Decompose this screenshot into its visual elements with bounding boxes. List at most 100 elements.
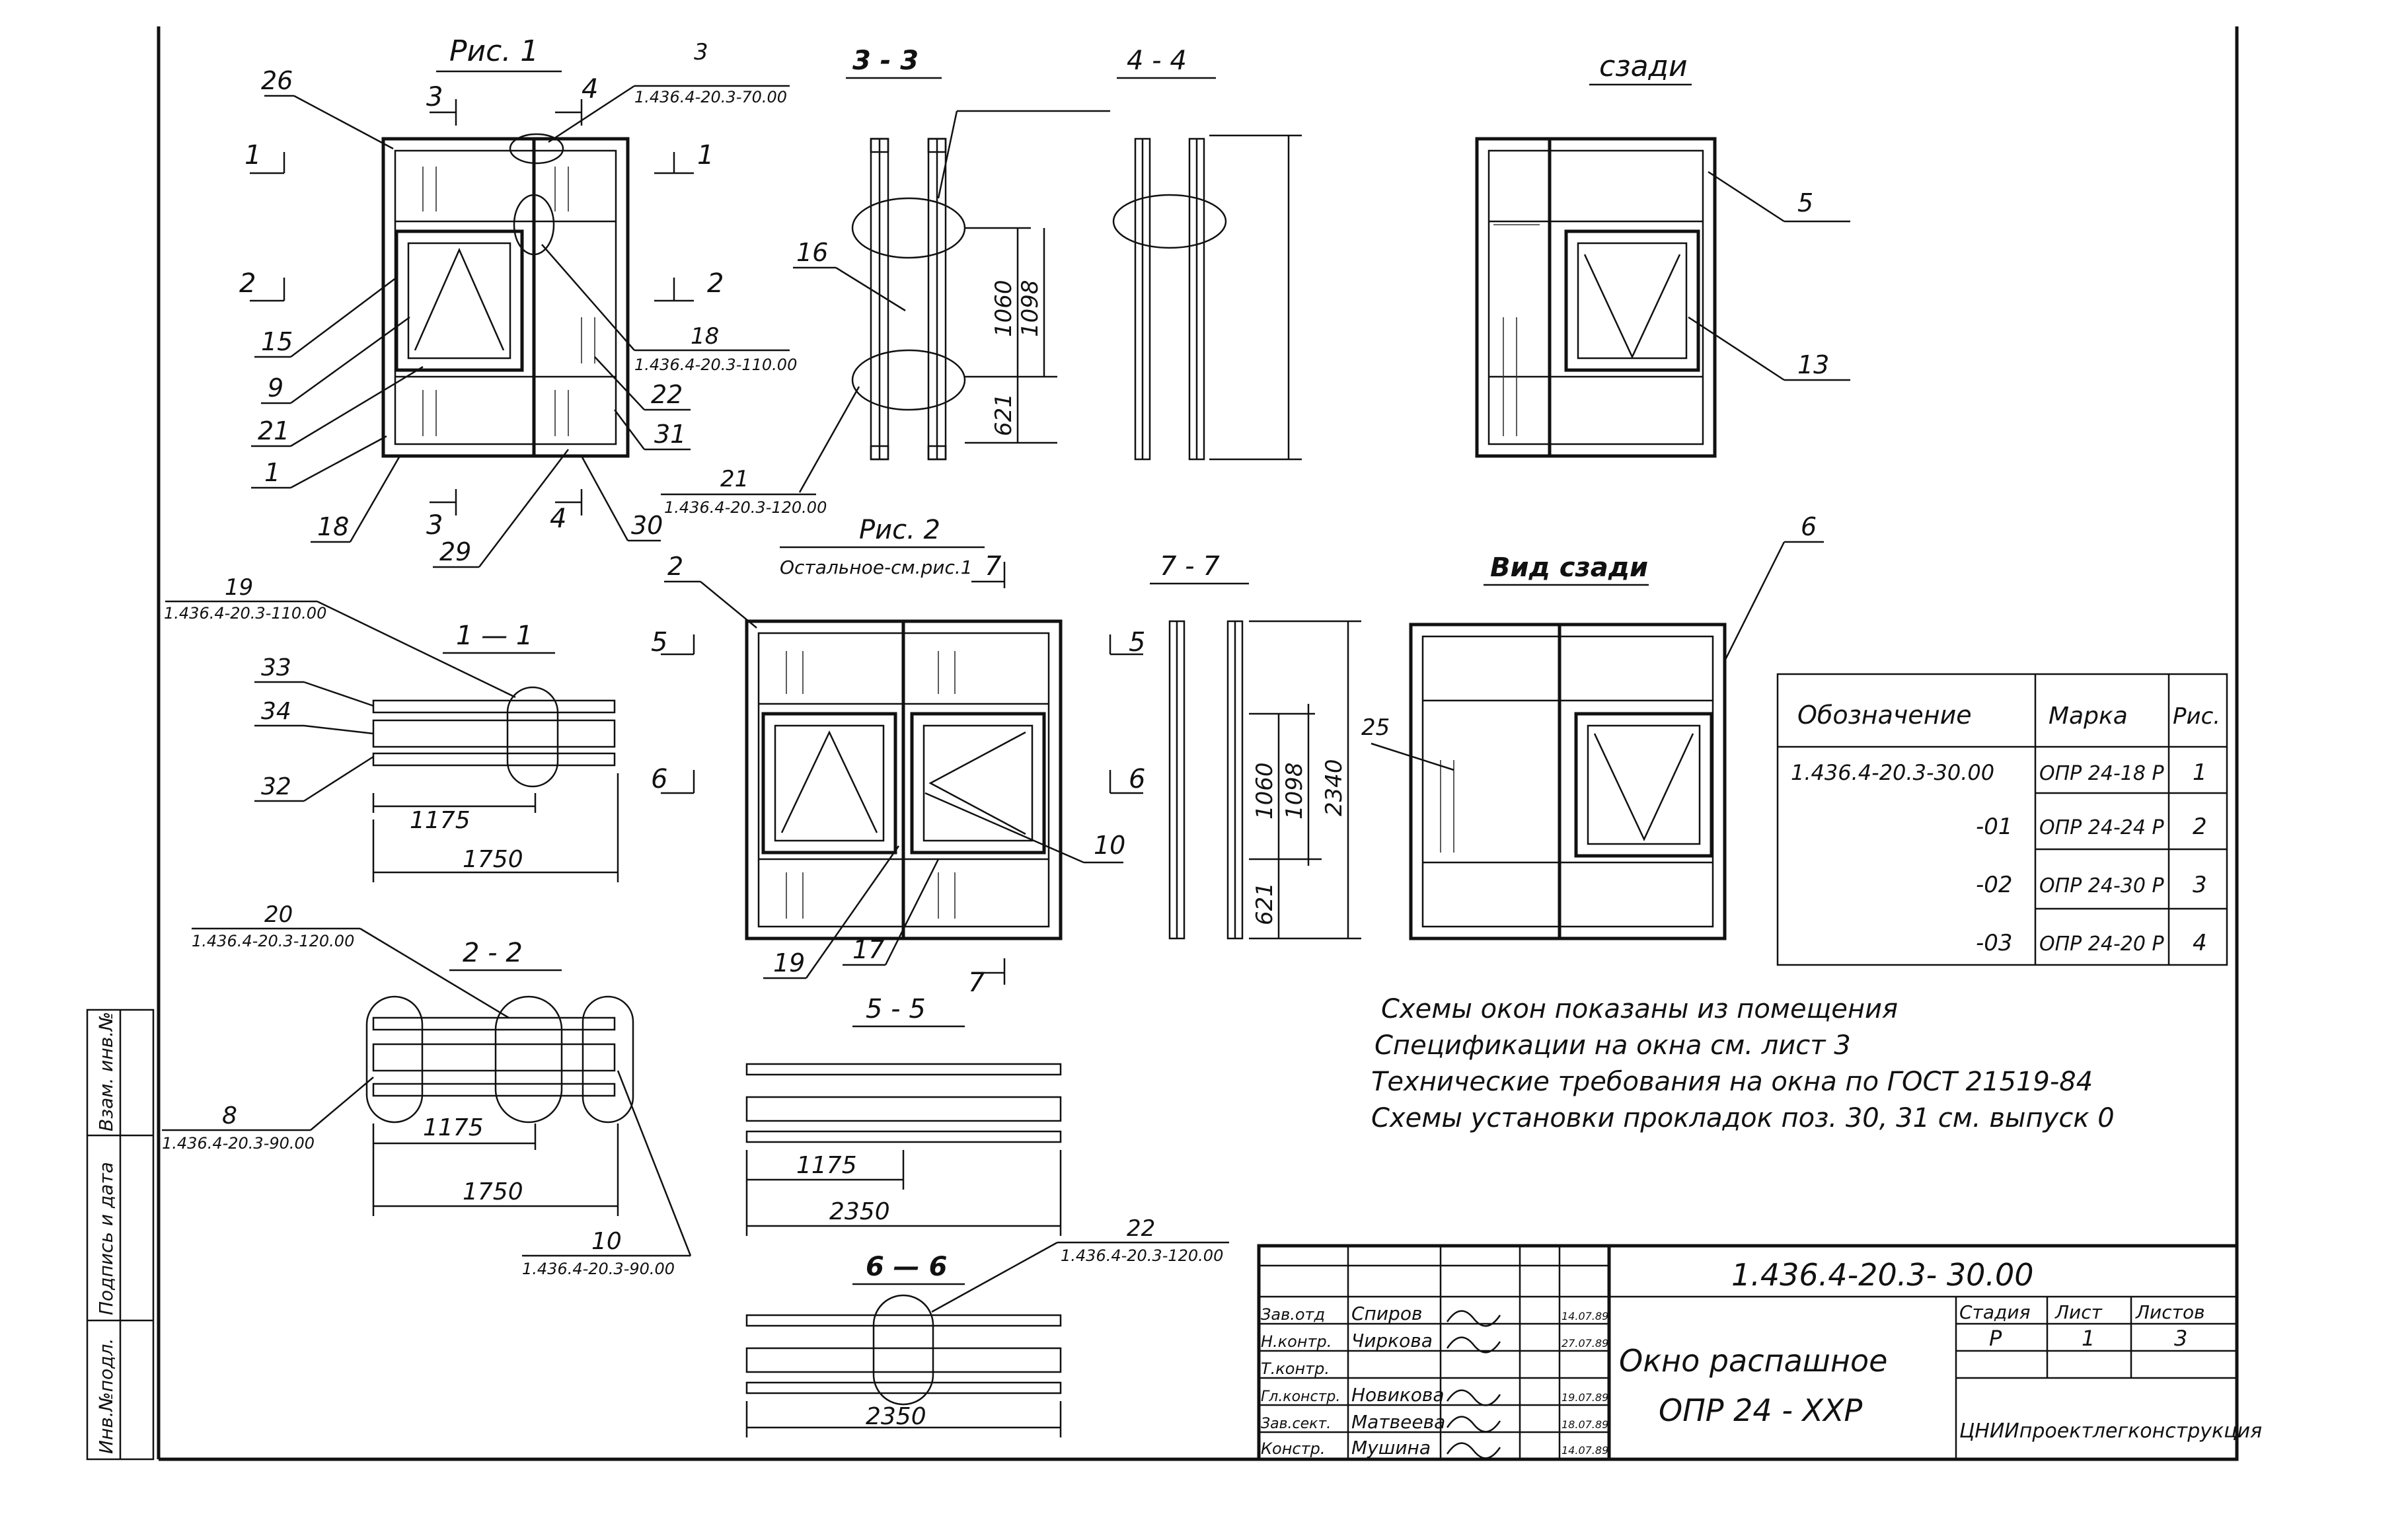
callout-ref: 1.436.4-20.3-110.00 <box>164 604 326 623</box>
callout: 15 <box>261 327 293 356</box>
role-date: 14.07.89 <box>1561 1310 1608 1322</box>
note-line: Технические требования на окна по ГОСТ 2… <box>1371 1067 2093 1097</box>
role-name: Мушина <box>1351 1437 1431 1459</box>
spec-cell: ОПР 24-18 Р <box>2039 762 2165 785</box>
role-name: Матвеева <box>1351 1411 1445 1433</box>
callout: 19 <box>773 948 805 977</box>
role-label: Зав.отд <box>1261 1305 1325 1324</box>
dim-label: 1750 <box>463 846 523 873</box>
callout: 16 <box>796 238 828 267</box>
cut-mark: 6 <box>1129 764 1145 794</box>
note-line: Схемы установки прокладок поз. 30, 31 см… <box>1371 1103 2115 1133</box>
spec-cell: 4 <box>2193 930 2207 956</box>
fig1-back-view: сзади 5 13 <box>1475 50 1850 458</box>
dim-label: 1750 <box>463 1178 523 1205</box>
callout: 13 <box>1797 350 1829 379</box>
role-label: Зав.сект. <box>1261 1416 1331 1432</box>
drawing-mark: ОПР 24 - ХХР <box>1659 1392 1863 1428</box>
cut-mark: 3 <box>426 510 443 541</box>
view-title: сзади <box>1599 50 1688 83</box>
cut-mark: 2 <box>239 268 256 299</box>
callout: 21 <box>258 416 289 445</box>
section-title: 6 — 6 <box>866 1252 948 1282</box>
view-title: Вид сзади <box>1490 553 1648 583</box>
drawing-name: Окно распашное <box>1619 1343 1887 1379</box>
role-name: Спиров <box>1351 1303 1422 1324</box>
callout: 19 <box>225 574 253 601</box>
callout: 3 <box>694 39 708 65</box>
side-stamp: Инв.№подл. Подпись и дата Взам. инв.№ <box>86 1009 155 1461</box>
role-name: Чиркова <box>1351 1330 1433 1352</box>
role-label: Гл.констр. <box>1261 1389 1340 1405</box>
role-date: 14.07.89 <box>1561 1444 1608 1457</box>
cut-mark: 1 <box>245 140 261 171</box>
stamp-sign-label: Подпись и дата <box>95 1162 117 1315</box>
callout-ref: 1.436.4-20.3-120.00 <box>664 498 827 517</box>
fig1-title: Рис. 1 <box>449 34 539 68</box>
cut-mark: 7 <box>985 551 1002 582</box>
fig2-note: Остальное-см.рис.1 <box>780 556 973 578</box>
section-5-5: 5 - 5 1175 2350 <box>745 994 1062 1236</box>
callout: 29 <box>439 537 471 566</box>
spec-cell: ОПР 24-30 Р <box>2039 874 2165 897</box>
dim-label: 1098 <box>1281 762 1308 820</box>
cut-mark: 5 <box>1129 627 1145 658</box>
fig2-title: Рис. 2 <box>859 515 940 545</box>
stage-label: Стадия <box>1959 1301 2030 1323</box>
general-notes: Схемы окон показаны из помещения Специфи… <box>1371 994 2115 1133</box>
spec-header-designation: Обозначение <box>1797 701 1972 730</box>
sheet-label: Лист <box>2054 1301 2103 1323</box>
spec-cell: -01 <box>1976 814 2013 840</box>
dim-label: 2340 <box>1321 759 1347 816</box>
callout: 5 <box>1797 188 1813 217</box>
sheets-label: Листов <box>2135 1301 2205 1323</box>
title-block: 1.436.4-20.3- 30.00 Окно распашное ОПР 2… <box>1257 1244 2262 1461</box>
cut-mark: 5 <box>651 627 667 658</box>
callout: 17 <box>852 935 884 964</box>
spec-cell: 3 <box>2193 872 2207 898</box>
spec-header-mark: Марка <box>2049 703 2128 730</box>
section-title: 7 - 7 <box>1160 551 1220 582</box>
cut-mark: 4 <box>582 74 598 104</box>
section-3-3: 3 - 3 1060 1098 621 16 <box>793 46 1110 493</box>
callout: 21 <box>720 466 749 492</box>
spec-cell: 1 <box>2193 759 2207 786</box>
callout-ref: 1.436.4-20.3-90.00 <box>522 1260 675 1278</box>
callout-ref: 1.436.4-20.3-90.00 <box>162 1134 315 1153</box>
cut-mark: 3 <box>426 82 443 112</box>
drawing-code: 1.436.4-20.3- 30.00 <box>1731 1257 2034 1293</box>
dim-label: 2350 <box>866 1403 926 1430</box>
role-label: Н.контр. <box>1261 1332 1332 1351</box>
callout: 2 <box>667 552 683 581</box>
section-7-7: 7 - 7 1060 1098 2340 621 <box>1150 551 1361 940</box>
stamp-replace-label: Взам. инв.№ <box>95 1012 117 1131</box>
section-title: 5 - 5 <box>866 994 926 1024</box>
signature-mark <box>1446 1336 1501 1354</box>
dim-label: 1060 <box>991 280 1017 337</box>
dim-label: 2350 <box>829 1198 890 1225</box>
cut-mark: 2 <box>707 268 724 299</box>
note-line: Спецификации на окна см. лист 3 <box>1374 1030 1851 1061</box>
role-label: Констр. <box>1261 1439 1325 1458</box>
section-1-1: 19 1.436.4-20.3-110.00 1 — 1 1175 1750 3… <box>164 574 619 882</box>
dim-label: 1175 <box>796 1152 857 1179</box>
section-title: 3 - 3 <box>852 46 919 76</box>
fig1-elevation: Рис. 1 1 1 2 2 3 3 4 4 26 <box>239 34 827 568</box>
cut-mark: 4 <box>550 504 566 534</box>
spec-cell: 2 <box>2193 814 2207 840</box>
callout: 33 <box>261 654 291 681</box>
callout-ref: 1.436.4-20.3-120.00 <box>192 932 354 950</box>
role-date: 27.07.89 <box>1561 1337 1608 1350</box>
callout: 18 <box>317 512 349 541</box>
role-date: 19.07.89 <box>1561 1391 1608 1404</box>
fig2-back-view: Вид сзади 6 25 <box>1361 512 1824 940</box>
spec-header-fig: Рис. <box>2173 703 2220 730</box>
callout: 22 <box>1127 1215 1155 1242</box>
callout: 8 <box>222 1102 237 1129</box>
dim-label: 621 <box>991 393 1017 436</box>
fig2-elevation: Рис. 2 Остальное-см.рис.1 7 7 5 5 6 6 2 … <box>651 515 1145 998</box>
role-date: 18.07.89 <box>1561 1418 1608 1431</box>
spec-cell: ОПР 24-20 Р <box>2039 933 2165 956</box>
section-title: 2 - 2 <box>463 938 523 968</box>
